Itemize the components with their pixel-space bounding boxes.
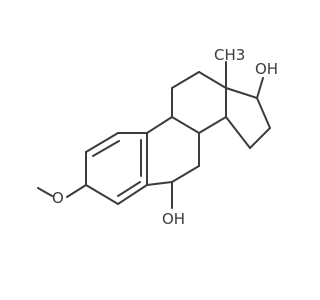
methoxy-oxygen-label: O [52, 189, 64, 207]
ring-c [171, 71, 227, 134]
aromatic-ring-a [85, 132, 148, 205]
atom-labels: OH CH3 O OH [52, 46, 278, 228]
ring-d [225, 87, 271, 149]
hydroxyl-6-label: OH [162, 210, 185, 228]
methyl-13-label: CH3 [214, 46, 245, 64]
substituent-bonds [37, 61, 264, 209]
molecule-structure-diagram: OH CH3 O OH [37, 46, 278, 228]
hydroxyl-17-label: OH [255, 60, 278, 78]
ring-b [146, 116, 200, 186]
